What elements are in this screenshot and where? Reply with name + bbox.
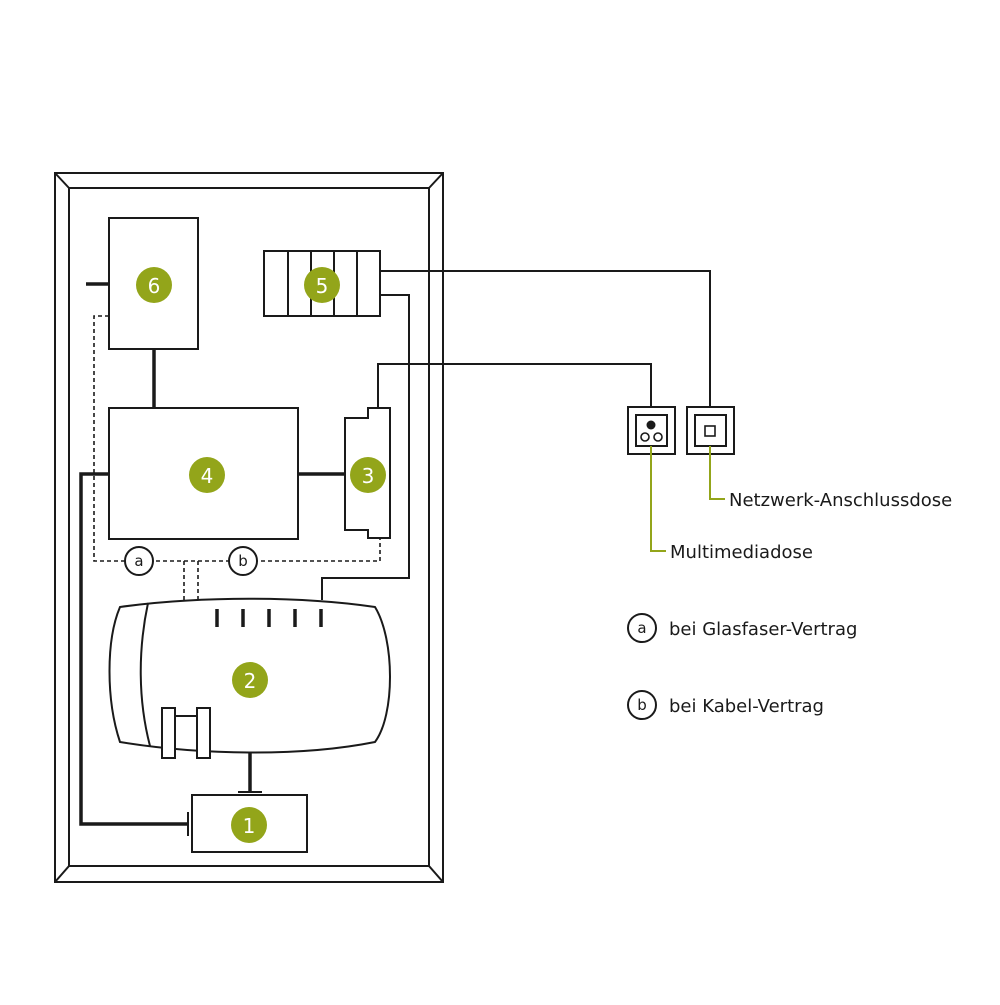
legend: a bei Glasfaser-Vertrag b bei Kabel-Vert…	[627, 613, 857, 720]
badge-component-5: 5	[304, 267, 340, 303]
badge-component-2: 2	[232, 662, 268, 698]
badge-6-number: 6	[148, 274, 161, 298]
legend-b-text: bei Kabel-Vertrag	[669, 696, 824, 717]
component-4-box	[108, 407, 299, 540]
badge-3-number: 3	[362, 464, 375, 488]
option-a-letter: a	[134, 552, 143, 570]
multimedia-socket-label: Multimediadose	[670, 542, 813, 563]
option-b-marker: b	[228, 546, 258, 576]
network-socket-label: Netzwerk-Anschlussdose	[729, 490, 952, 511]
option-a-marker: a	[124, 546, 154, 576]
dashed-connections	[93, 315, 381, 600]
legend-item-b: b bei Kabel-Vertrag	[627, 690, 824, 720]
badge-component-6: 6	[136, 267, 172, 303]
badge-5-number: 5	[316, 274, 329, 298]
badge-1-number: 1	[243, 814, 256, 838]
thick-cables	[79, 282, 345, 826]
cabinet-frame	[54, 172, 444, 883]
component-6-box	[108, 217, 199, 350]
legend-a-text: bei Glasfaser-Vertrag	[669, 619, 857, 640]
badge-component-3: 3	[350, 457, 386, 493]
option-b-letter: b	[238, 552, 248, 570]
badge-2-number: 2	[244, 669, 257, 693]
legend-b-letter: b	[637, 696, 647, 714]
legend-a-letter: a	[637, 619, 646, 637]
badge-component-4: 4	[189, 457, 225, 493]
badge-component-1: 1	[231, 807, 267, 843]
socket-leader-lines	[650, 446, 725, 552]
badge-4-number: 4	[201, 464, 214, 488]
legend-item-a: a bei Glasfaser-Vertrag	[627, 613, 857, 643]
thin-cables	[187, 270, 711, 836]
